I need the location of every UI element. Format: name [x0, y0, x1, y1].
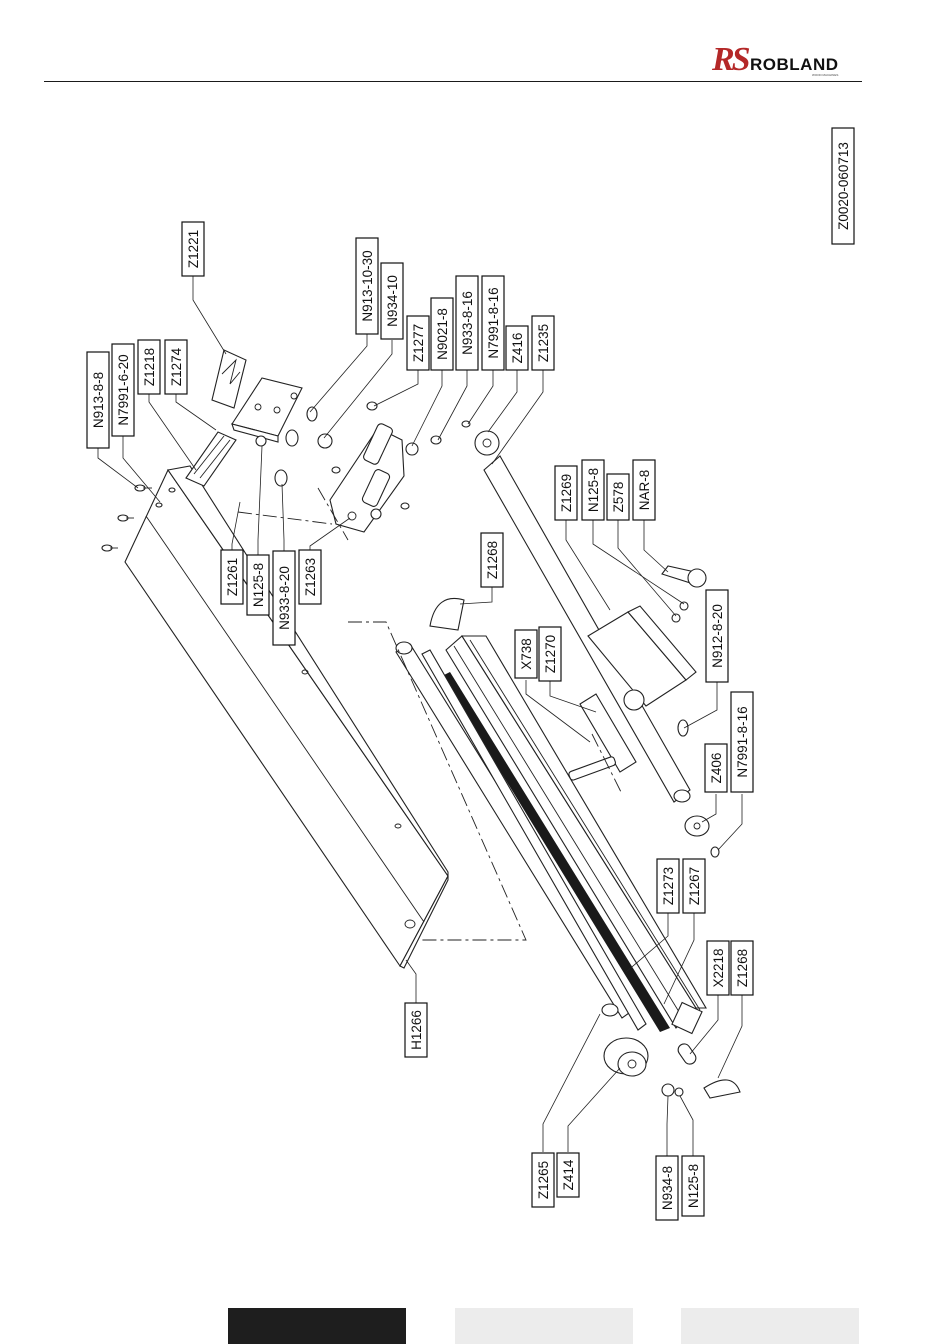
- callout-label: N7991-8-16: [486, 287, 501, 358]
- callout-z578: Z578: [607, 474, 629, 520]
- callout-label: Z1265: [536, 1161, 551, 1199]
- z1221-clip: [212, 350, 246, 408]
- callout-n912-8-20: N912-8-20: [706, 590, 728, 682]
- z406-end-washer: [685, 816, 719, 857]
- callout-label: Z1274: [169, 347, 184, 386]
- callout-z1269: Z1269: [555, 466, 577, 520]
- callout-n913-8-8: N913-8-8: [87, 352, 109, 448]
- callout-label: Z1221: [186, 230, 201, 268]
- callout-x738: X738: [515, 630, 537, 678]
- callout-label: Z1235: [536, 324, 551, 362]
- callout-z414: Z414: [557, 1153, 579, 1197]
- callout-z1235: Z1235: [532, 316, 554, 370]
- drawing-number: Z0020-060713: [832, 128, 854, 244]
- callout-label: N934-10: [385, 275, 400, 327]
- lower-end-parts: [662, 1042, 740, 1098]
- callout-label: N125-8: [686, 1164, 701, 1208]
- callout-n125-8-top: N125-8: [582, 460, 604, 520]
- callout-label: NAR-8: [637, 470, 652, 511]
- callout-label: N913-10-30: [360, 250, 375, 321]
- callout-label: X2218: [711, 948, 726, 987]
- footer-tab-2[interactable]: [455, 1308, 633, 1344]
- callout-label: Z578: [611, 482, 626, 513]
- callout-n933-8-16: N933-8-16: [456, 276, 478, 370]
- callout-label: Z1261: [225, 558, 240, 596]
- callout-label: Z406: [709, 753, 724, 784]
- callout-label: N125-8: [586, 468, 601, 512]
- callout-label: Z1268: [735, 949, 750, 987]
- callout-label: N913-8-8: [91, 372, 106, 428]
- callout-n7991-6-20: N7991-6-20: [112, 344, 134, 436]
- callout-z1268-lower: Z1268: [731, 941, 753, 995]
- callout-z1267: Z1267: [683, 859, 705, 913]
- callout-label: N7991-6-20: [116, 354, 131, 425]
- callout-z1268-upper: Z1268: [481, 533, 503, 587]
- callout-label: N7991-8-16: [735, 706, 750, 777]
- callout-n934-10: N934-10: [381, 263, 403, 339]
- z1218-rail: [186, 432, 236, 486]
- z1267-extruded-rail: [446, 636, 706, 1034]
- callout-label: N933-8-20: [277, 566, 292, 630]
- z414-collar: [604, 1038, 648, 1076]
- callout-n7991-8-16: N7991-8-16: [482, 276, 504, 370]
- footer-tab-1[interactable]: [228, 1308, 406, 1344]
- callout-label: Z1270: [543, 635, 558, 673]
- z1263-hinge-bracket: [330, 422, 404, 532]
- callout-h1266: H1266: [405, 1003, 427, 1057]
- callout-label: Z414: [561, 1159, 576, 1190]
- callout-x2218: X2218: [707, 941, 729, 995]
- callout-label: N912-8-20: [710, 604, 725, 668]
- callout-z1273: Z1273: [657, 859, 679, 913]
- callout-nar-8: NAR-8: [633, 460, 655, 520]
- callout-label: Z1269: [559, 474, 574, 512]
- callout-label: N933-8-16: [460, 291, 475, 355]
- callout-label: Z1267: [687, 867, 702, 905]
- footer-tab-3[interactable]: [681, 1308, 859, 1344]
- callout-z1263: Z1263: [299, 550, 321, 604]
- callout-z1277: Z1277: [407, 316, 429, 370]
- h1266-fence-body: [125, 466, 448, 968]
- callout-n933-8-20: N933-8-20: [273, 551, 295, 645]
- callout-z416: Z416: [506, 326, 528, 370]
- callout-label: N9021-8: [435, 308, 450, 360]
- callout-z406: Z406: [705, 744, 727, 792]
- callout-z1218: Z1218: [138, 340, 160, 394]
- callout-label: Z1268: [485, 541, 500, 579]
- callout-n125-8-mid: N125-8: [247, 555, 269, 615]
- callout-label: X738: [519, 638, 534, 670]
- callout-label: Z1273: [661, 867, 676, 905]
- callout-label: Z1218: [142, 348, 157, 386]
- callout-n913-10-30: N913-10-30: [356, 238, 378, 334]
- callout-label: Z1277: [411, 324, 426, 362]
- callout-label: N934-8: [660, 1166, 675, 1210]
- callout-label: Z1263: [303, 558, 318, 596]
- callout-label: Z416: [510, 333, 525, 364]
- callout-z1270: Z1270: [539, 627, 561, 681]
- callout-label: N125-8: [251, 563, 266, 607]
- drawing-number-label: Z0020-060713: [836, 142, 851, 230]
- callout-z1221: Z1221: [182, 222, 204, 276]
- callout-n9021-8: N9021-8: [431, 298, 453, 370]
- callout-z1261: Z1261: [221, 550, 243, 604]
- callout-z1274: Z1274: [165, 340, 187, 394]
- callout-n934-8: N934-8: [656, 1156, 678, 1220]
- callout-label: H1266: [409, 1010, 424, 1050]
- z1268-cap-upper: [430, 598, 464, 630]
- callout-z1265: Z1265: [532, 1153, 554, 1207]
- callout-n125-8-bottom: N125-8: [682, 1156, 704, 1216]
- callout-n7991-8-16-lower: N7991-8-16: [731, 692, 753, 792]
